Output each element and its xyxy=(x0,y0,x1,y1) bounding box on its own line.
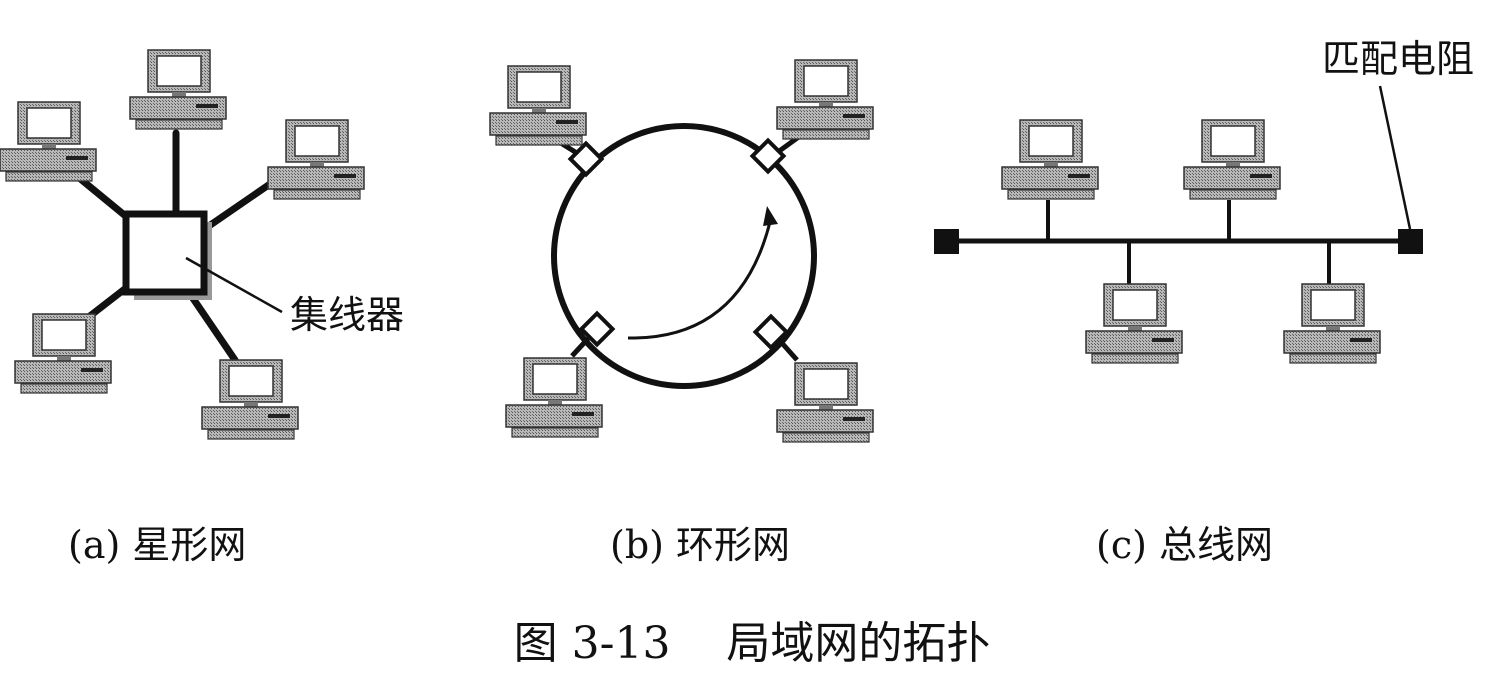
direction-arrow xyxy=(627,221,772,340)
bus-topology xyxy=(934,85,1423,364)
repeater-node xyxy=(578,310,616,348)
star-topology xyxy=(0,49,365,440)
computer-icon xyxy=(1001,119,1099,200)
star-link-lower-right xyxy=(186,290,239,364)
computer-icon xyxy=(129,49,227,130)
subcaption-ring: (b) 环形网 xyxy=(610,523,791,567)
computer-icon xyxy=(14,313,112,394)
bus-drops xyxy=(1046,200,1331,286)
computer-icon xyxy=(1183,119,1281,200)
ring-topology xyxy=(489,59,874,443)
subcaption-bus: (c) 总线网 xyxy=(1096,523,1274,567)
terminator-left xyxy=(934,229,959,254)
terminator-right xyxy=(1398,229,1423,254)
hub-box xyxy=(122,210,208,296)
computer-icon xyxy=(267,119,365,200)
repeater-node xyxy=(752,313,790,351)
subcaption-star: (a) 星形网 xyxy=(68,523,247,567)
computer-icon xyxy=(201,359,299,440)
repeater-node xyxy=(567,140,605,178)
computer-icon xyxy=(1283,283,1381,364)
hub-leader-line xyxy=(185,256,283,314)
star-link-upper-right xyxy=(202,180,274,232)
ring-cable xyxy=(551,123,817,389)
computer-icon xyxy=(1085,283,1183,364)
computer-icon xyxy=(776,362,874,443)
hub-label: 集线器 xyxy=(290,293,405,337)
computer-icon xyxy=(776,59,874,140)
figure-caption: 图 3-13 局域网的拓扑 xyxy=(513,618,991,669)
terminator-leader-line xyxy=(1378,85,1412,230)
arrow-head-icon xyxy=(763,206,778,226)
terminator-label: 匹配电阻 xyxy=(1322,37,1475,81)
computer-icon xyxy=(0,101,97,182)
ring-repeaters xyxy=(567,137,790,351)
repeater-node xyxy=(749,137,787,175)
computer-icon xyxy=(505,357,603,438)
computer-icon xyxy=(489,65,587,146)
